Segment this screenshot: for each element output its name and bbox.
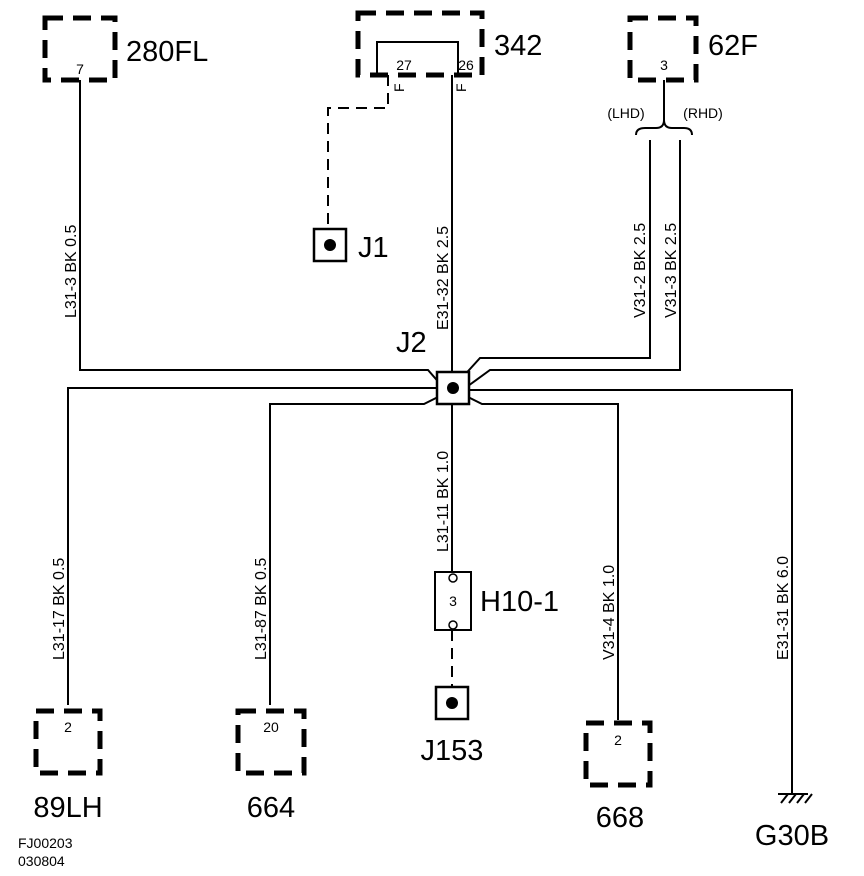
footer-code: FJ00203	[18, 835, 73, 851]
wire-label-v31-4: V31-4 BK 1.0	[601, 565, 618, 660]
connector-62f-pin: 3	[660, 57, 668, 73]
connector-664-label: 664	[247, 792, 295, 824]
connector-664-pin: 20	[263, 719, 279, 735]
connector-342-label: 342	[494, 30, 542, 62]
ground-g30b-label: G30B	[755, 820, 829, 852]
wire-label-l31-11: L31-11 BK 1.0	[435, 451, 452, 552]
splice-j2-label: J2	[396, 327, 427, 359]
connector-89lh-label: 89LH	[33, 792, 102, 824]
splice-j153[interactable]: J153	[421, 685, 484, 767]
rhd-label: (RHD)	[683, 105, 723, 121]
connector-280fl[interactable]: 7 280FL	[42, 15, 208, 83]
ground-symbol-hatch	[780, 793, 813, 804]
wire-label-v31-3: V31-3 BK 2.5	[663, 223, 680, 318]
connector-342-mark-a: F	[391, 83, 407, 92]
wire-v31-4-line[interactable]	[465, 395, 619, 720]
lhd-label: (LHD)	[607, 105, 644, 121]
splice-j153-dot	[446, 697, 458, 709]
lhd-rhd-brace	[635, 119, 693, 136]
connector-h10-1[interactable]: 3 H10-1	[434, 571, 559, 631]
splice-j1[interactable]: J1	[312, 227, 389, 264]
wire-e31-31-line[interactable]	[468, 389, 793, 793]
wire-l31-17-line[interactable]	[67, 387, 440, 705]
connector-664[interactable]: 20 664	[235, 708, 307, 824]
footer-date: 030804	[18, 853, 65, 869]
connector-62f[interactable]: 3 62F (LHD) (RHD)	[607, 15, 758, 136]
wire-label-l31-87: L31-87 BK 0.5	[253, 558, 270, 660]
connector-h10-1-top-terminal	[448, 573, 458, 583]
wire-label-l31-3: L31-3 BK 0.5	[63, 225, 80, 319]
wire-label-e31-32: E31-32 BK 2.5	[435, 226, 452, 330]
wire-342-to-j1-dashed[interactable]	[327, 75, 389, 230]
connector-668[interactable]: 2 668	[583, 720, 653, 834]
wire-l31-87-line[interactable]	[269, 395, 441, 705]
connector-342-inner-bracket	[376, 41, 459, 75]
connector-h10-1-pin: 3	[449, 593, 457, 609]
connector-342-pin-26: 26	[458, 57, 474, 73]
connector-342-pin-27: 27	[396, 57, 412, 73]
connector-h10-1-label: H10-1	[480, 586, 559, 618]
connector-280fl-label: 280FL	[126, 36, 208, 68]
connector-62f-label: 62F	[708, 30, 758, 62]
splice-j1-label: J1	[358, 232, 389, 264]
connector-342-mark-b: F	[453, 83, 469, 92]
splice-j1-dot	[324, 239, 336, 251]
splice-j2-dot	[447, 382, 459, 394]
connector-89lh-pin: 2	[64, 719, 72, 735]
splice-j153-label: J153	[421, 735, 484, 767]
connector-668-label: 668	[596, 802, 644, 834]
connector-668-pin: 2	[614, 732, 622, 748]
splice-j2[interactable]: J2	[396, 327, 471, 406]
wire-l31-3-line[interactable]	[79, 80, 443, 387]
wire-label-v31-2: V31-2 BK 2.5	[632, 223, 649, 318]
wire-label-l31-17: L31-17 BK 0.5	[51, 558, 68, 660]
ground-g30b[interactable]: G30B	[755, 793, 829, 852]
wire-v31-2-line[interactable]	[459, 140, 651, 381]
wire-v31-3-line[interactable]	[467, 140, 681, 387]
connector-89lh[interactable]: 2 89LH	[33, 708, 103, 824]
connector-342[interactable]: 27 26 F F 342	[355, 10, 542, 92]
connector-h10-1-bottom-terminal	[448, 620, 458, 630]
wire-label-e31-31: E31-31 BK 6.0	[775, 556, 792, 660]
connector-280fl-pin: 7	[76, 61, 84, 77]
